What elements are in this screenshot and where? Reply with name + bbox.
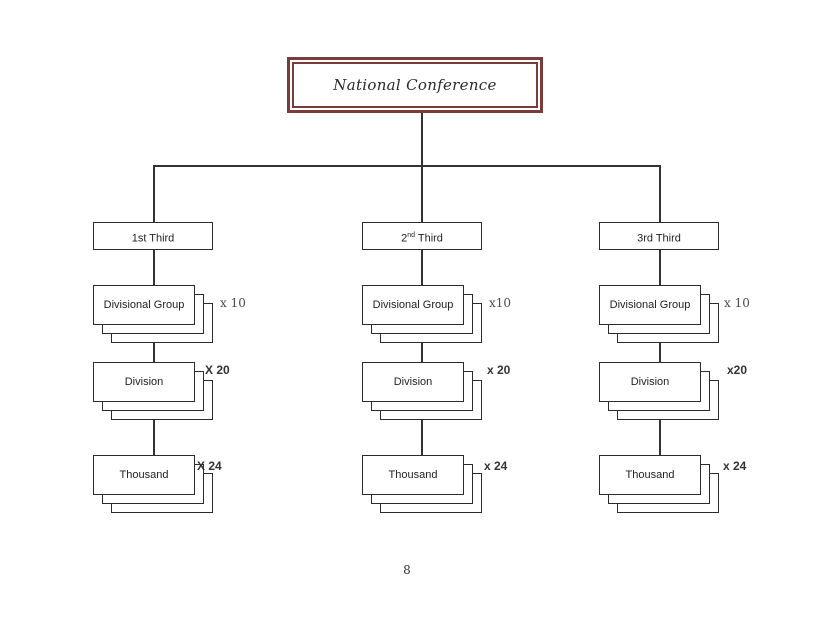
stack-front-box: Division [599,362,701,402]
stack-front-box: Divisional Group [362,285,464,325]
stack-divisional-group-col2: Divisional Group x10 [362,285,582,361]
stack-label: Thousand [119,469,169,481]
stack-front-box: Thousand [362,455,464,495]
connector-line [421,112,423,165]
node-third-3: 3rd Third [599,222,719,250]
page-number: 8 [403,563,411,577]
multiplier-label: x10 [489,296,512,310]
stack-label: Thousand [388,469,438,481]
connector-line [153,250,155,457]
stack-thousand-col1: Thousand X 24 [93,455,313,531]
connector-line [659,250,661,457]
connector-line [153,165,660,167]
third-label-part: 2 [401,232,408,245]
multiplier-label: x 10 [220,296,246,310]
node-third-1: 1st Third [93,222,213,250]
connector-line [659,165,661,222]
root-node-national-conference: National Conference [287,57,543,113]
stack-front-box: Division [362,362,464,402]
stack-front-box: Thousand [93,455,195,495]
third-label-part: 1st Third [131,232,175,245]
stack-divisional-group-col1: Divisional Group x 10 [93,285,313,361]
stack-division-col3: Division x20 [599,362,817,438]
stack-label: Division [630,376,670,388]
multiplier-label: X 24 [197,459,222,473]
root-node-inner-border: National Conference [292,62,538,108]
connector-line [421,165,423,222]
third-label-part: Third [415,232,443,245]
stack-front-box: Thousand [599,455,701,495]
stack-label: Thousand [625,469,675,481]
stack-label: Division [393,376,433,388]
stack-label: Divisional Group [609,299,691,311]
multiplier-label: X 20 [205,363,230,377]
connector-line [421,250,423,457]
stack-front-box: Division [93,362,195,402]
multiplier-label: x20 [727,363,748,377]
stack-divisional-group-col3: Divisional Group x 10 [599,285,817,361]
connector-line [153,165,155,222]
stack-front-box: Divisional Group [93,285,195,325]
stack-division-col2: Division x 20 [362,362,582,438]
third-label-sup: nd [407,232,415,239]
stack-thousand-col3: Thousand x 24 [599,455,817,531]
third-label-part: 3rd Third [637,232,681,245]
multiplier-label: x 10 [724,296,750,310]
stack-label: Divisional Group [103,299,185,311]
root-node-title: National Conference [333,76,497,94]
multiplier-label: x 24 [484,459,508,473]
stack-label: Division [124,376,164,388]
multiplier-label: x 24 [723,459,747,473]
node-third-2: 2nd Third [362,222,482,250]
stack-thousand-col2: Thousand x 24 [362,455,582,531]
stack-label: Divisional Group [372,299,454,311]
stack-front-box: Divisional Group [599,285,701,325]
stack-division-col1: Division X 20 [93,362,313,438]
multiplier-label: x 20 [487,363,511,377]
